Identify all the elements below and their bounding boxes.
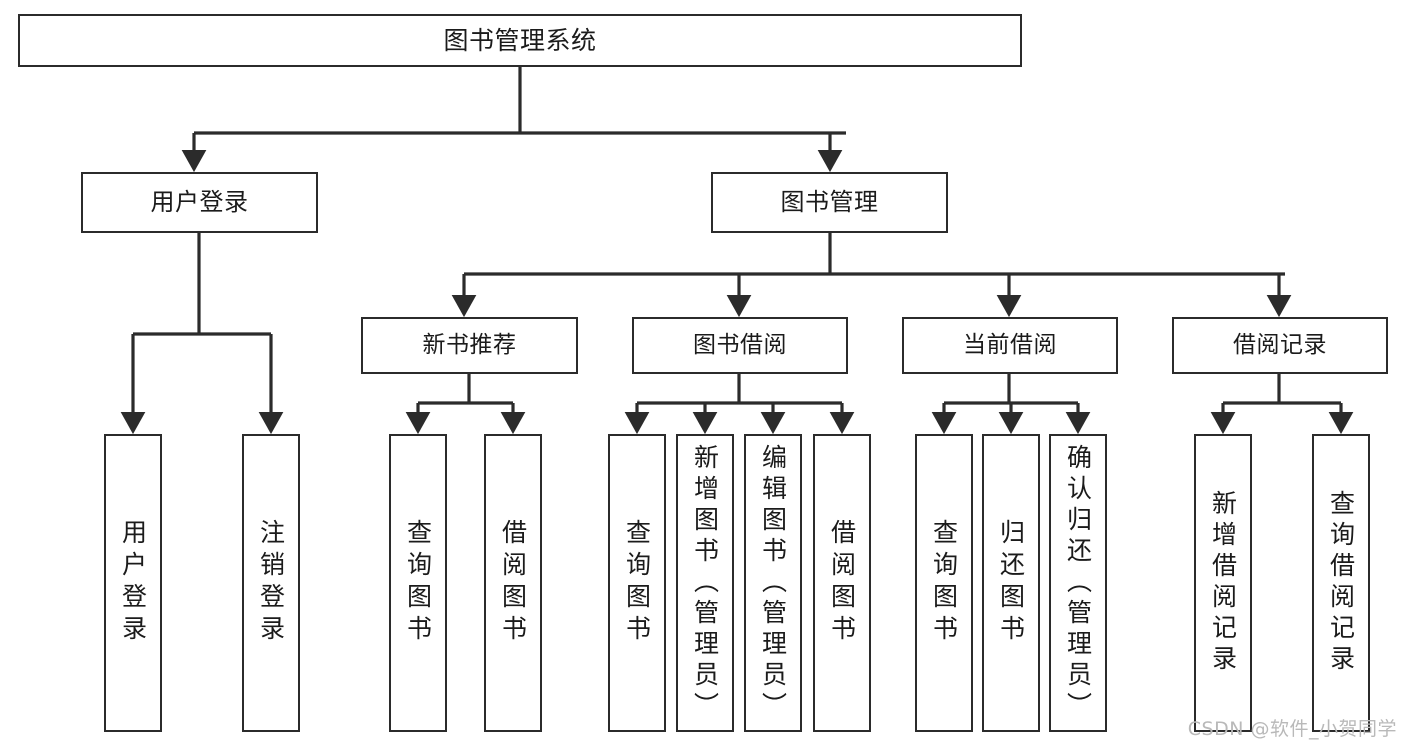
node-book-management[interactable]: 图书管理 bbox=[711, 172, 948, 233]
node-label: 借阅记录 bbox=[1233, 331, 1327, 358]
leaf-query-borrow-record[interactable]: 查询借阅记录 bbox=[1312, 434, 1370, 732]
leaf-borrow-book-new-book[interactable]: 借阅图书 bbox=[484, 434, 542, 732]
leaf-add-book-admin[interactable]: 新增图书（管理员） bbox=[676, 434, 734, 732]
node-label: 图书借阅 bbox=[693, 331, 787, 358]
node-label: 注销登录 bbox=[256, 519, 286, 647]
node-book-management-system[interactable]: 图书管理系统 bbox=[18, 14, 1022, 67]
node-label: 借阅图书 bbox=[827, 519, 857, 647]
node-label: 新增图书（管理员） bbox=[690, 443, 720, 723]
node-label: 图书管理 bbox=[780, 188, 879, 217]
node-label: 查询图书 bbox=[622, 519, 652, 647]
leaf-confirm-return-admin[interactable]: 确认归还（管理员） bbox=[1049, 434, 1107, 732]
node-label: 图书管理系统 bbox=[443, 25, 597, 55]
leaf-return-book[interactable]: 归还图书 bbox=[982, 434, 1040, 732]
node-label: 当前借阅 bbox=[963, 331, 1057, 358]
node-current-borrow[interactable]: 当前借阅 bbox=[902, 317, 1118, 374]
node-label: 编辑图书（管理员） bbox=[758, 443, 788, 723]
node-user-login[interactable]: 用户登录 bbox=[81, 172, 318, 233]
csdn-watermark: CSDN @软件_小贺同学 bbox=[1187, 718, 1397, 740]
node-label: 查询图书 bbox=[929, 519, 959, 647]
node-label: 归还图书 bbox=[996, 519, 1026, 647]
node-book-borrow[interactable]: 图书借阅 bbox=[632, 317, 848, 374]
leaf-edit-book-admin[interactable]: 编辑图书（管理员） bbox=[744, 434, 802, 732]
leaf-query-book-current[interactable]: 查询图书 bbox=[915, 434, 973, 732]
node-label: 借阅图书 bbox=[498, 519, 528, 647]
node-label: 确认归还（管理员） bbox=[1063, 443, 1093, 723]
leaf-query-book-new-book[interactable]: 查询图书 bbox=[389, 434, 447, 732]
node-label: 查询图书 bbox=[403, 519, 433, 647]
leaf-add-borrow-record[interactable]: 新增借阅记录 bbox=[1194, 434, 1252, 732]
node-new-book-recommend[interactable]: 新书推荐 bbox=[361, 317, 578, 374]
node-borrow-record[interactable]: 借阅记录 bbox=[1172, 317, 1388, 374]
leaf-user-login[interactable]: 用户登录 bbox=[104, 434, 162, 732]
node-label: 用户登录 bbox=[118, 519, 148, 647]
leaf-query-book-borrow[interactable]: 查询图书 bbox=[608, 434, 666, 732]
node-label: 用户登录 bbox=[150, 188, 249, 217]
node-label: 新增借阅记录 bbox=[1208, 490, 1238, 676]
leaf-logout[interactable]: 注销登录 bbox=[242, 434, 300, 732]
leaf-borrow-book-borrow[interactable]: 借阅图书 bbox=[813, 434, 871, 732]
node-label: 查询借阅记录 bbox=[1326, 490, 1356, 676]
node-label: 新书推荐 bbox=[422, 331, 517, 358]
